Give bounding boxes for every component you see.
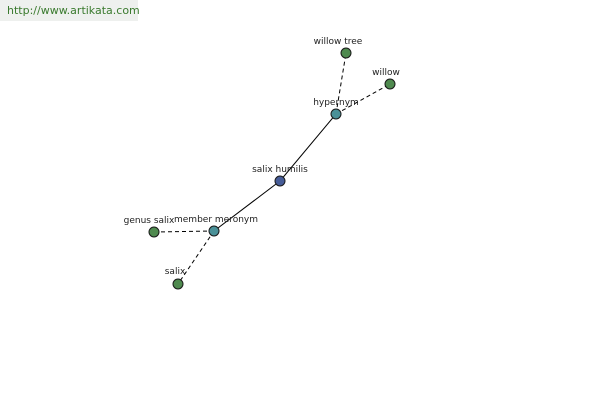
node-genus-salix-label: genus salix <box>124 216 175 226</box>
edge-center-to-member-meronym <box>213 180 281 232</box>
node-hypernym[interactable]: hypernym <box>313 98 359 120</box>
node-willow-label: willow <box>372 68 400 78</box>
node-willow-dot[interactable] <box>384 78 396 90</box>
edge-hypernym-to-willow <box>335 83 391 115</box>
url-banner: http://www.artikata.com <box>0 0 140 21</box>
edges-layer <box>153 52 391 285</box>
node-genus-salix-dot[interactable] <box>148 226 160 238</box>
node-hypernym-dot[interactable] <box>330 108 342 120</box>
node-willow-tree-dot[interactable] <box>340 47 352 59</box>
node-willow-tree[interactable]: willow tree <box>314 37 363 59</box>
node-member-meronym-dot[interactable] <box>208 225 220 237</box>
node-member-meronym-label: member meronym <box>174 215 258 225</box>
node-genus-salix[interactable]: genus salix <box>124 216 175 238</box>
edge-hypernym-to-willow-tree <box>335 52 347 115</box>
node-center[interactable]: salix humilis <box>252 165 308 187</box>
node-willow-tree-label: willow tree <box>314 37 363 47</box>
node-salix-label: salix <box>165 267 186 277</box>
node-willow[interactable]: willow <box>372 68 400 90</box>
site-url-link[interactable]: http://www.artikata.com <box>7 4 140 17</box>
edge-center-to-hypernym <box>279 113 337 182</box>
node-salix-dot[interactable] <box>172 278 184 290</box>
nodes-layer: salix humilis hypernym member meronym willo… <box>124 37 400 290</box>
edge-member-meronym-to-salix <box>177 230 215 285</box>
node-center-dot[interactable] <box>274 175 286 187</box>
node-hypernym-label: hypernym <box>313 98 359 108</box>
node-member-meronym[interactable]: member meronym <box>174 215 258 237</box>
edge-member-meronym-to-genus-salix <box>153 230 215 233</box>
node-salix[interactable]: salix <box>165 267 186 290</box>
node-center-label: salix humilis <box>252 165 308 175</box>
